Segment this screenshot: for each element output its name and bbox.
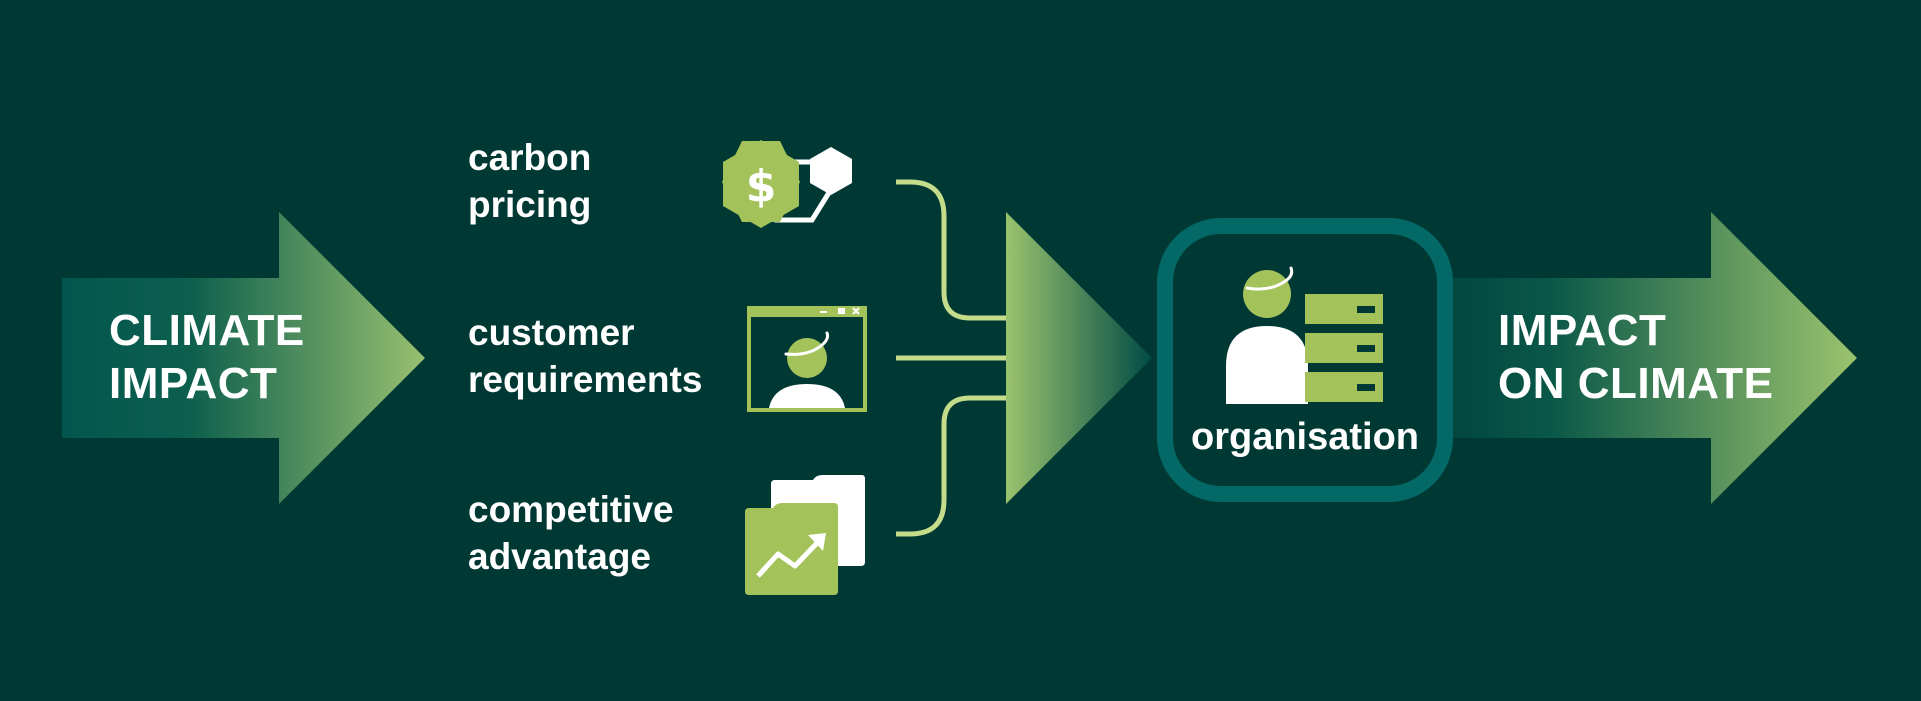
connector-top — [896, 179, 1006, 321]
input-arrow — [62, 212, 425, 504]
person-server-icon — [1226, 266, 1383, 404]
driver-2-line-1: customer — [468, 312, 635, 353]
driver-label-competitive-advantage: competitive advantage — [468, 486, 674, 580]
input-arrow-line-1: CLIMATE — [109, 306, 305, 355]
driver-1-line-1: carbon — [468, 137, 592, 178]
input-arrow-label: CLIMATE IMPACT — [109, 304, 305, 410]
organisation-label: organisation — [1190, 416, 1420, 458]
output-arrow-label: IMPACT ON CLIMATE — [1498, 304, 1774, 410]
output-arrow-line-2: ON CLIMATE — [1498, 359, 1774, 408]
driver-connectors — [896, 179, 1006, 537]
output-arrow-line-1: IMPACT — [1498, 306, 1667, 355]
dollar-hexagon-icon: $ — [722, 140, 852, 228]
growth-chart-folder-icon — [745, 475, 865, 595]
output-arrow — [1450, 212, 1857, 504]
driver-3-line-1: competitive — [468, 489, 674, 530]
driver-2-line-2: requirements — [468, 359, 703, 400]
svg-text:$: $ — [746, 161, 777, 212]
funnel-arrowhead — [1006, 212, 1152, 504]
driver-label-carbon-pricing: carbon pricing — [468, 134, 591, 228]
driver-label-customer-requirements: customer requirements — [468, 309, 702, 403]
input-arrow-line-2: IMPACT — [109, 359, 278, 408]
person-window-icon — [747, 306, 867, 412]
driver-3-line-2: advantage — [468, 536, 652, 577]
driver-1-line-2: pricing — [468, 184, 592, 225]
connector-bottom — [896, 395, 1006, 537]
